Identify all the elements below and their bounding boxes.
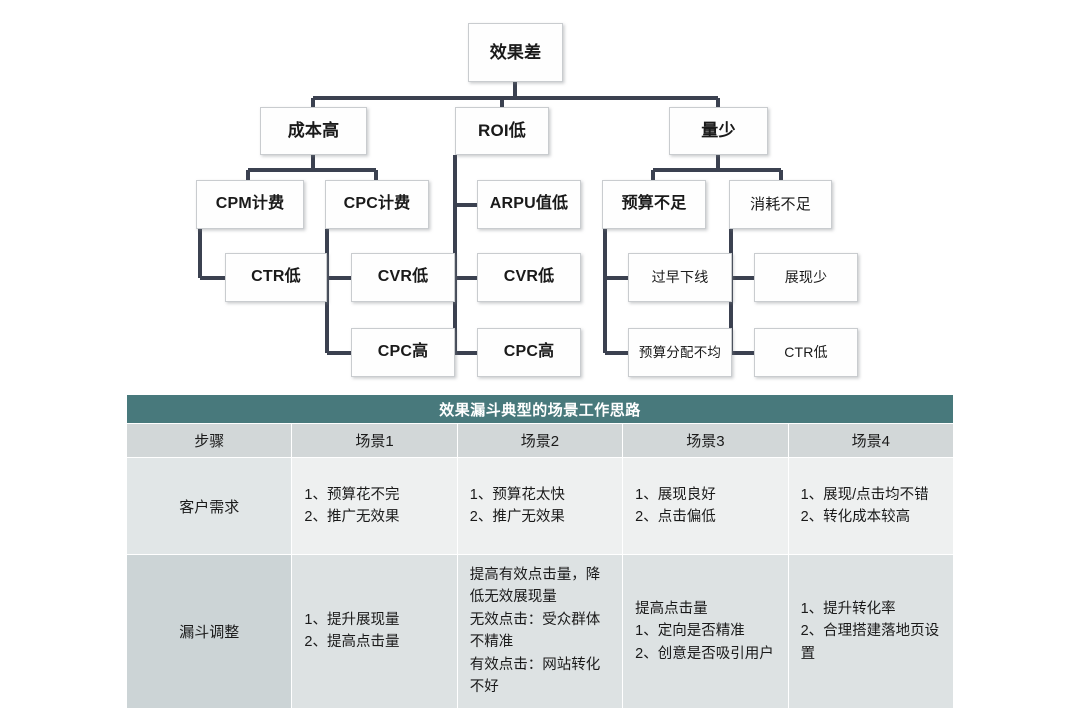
cell-row2-scenario4: 1、提升转化率 2、合理搭建落地页设置 <box>787 554 955 709</box>
tree-node-label: CPC高 <box>377 343 429 361</box>
tree-node-label: 消耗不足 <box>750 195 811 213</box>
cell-line: 1、提升展现量 <box>304 611 400 628</box>
tree-node-cost-high[interactable]: 成本高 <box>260 107 367 155</box>
cell-line: 2、推广无效果 <box>304 509 400 525</box>
row-step-label: 客户需求 <box>125 457 293 555</box>
tree-node-ctr-low-spend[interactable]: CTR低 <box>754 328 858 377</box>
tree-node-arpu-low[interactable]: ARPU值低 <box>477 180 581 229</box>
cell-line: 2、合理搭建落地页设置 <box>800 623 940 662</box>
cell-row2-scenario1: 1、提升展现量 2、提高点击量 <box>291 554 458 709</box>
table-row: 漏斗调整 1、提升展现量 2、提高点击量 提高有效点击量，降低无效展现量 无效点… <box>125 554 955 709</box>
tree-node-label: CPC高 <box>503 343 555 361</box>
tree-connector-lines <box>198 82 783 355</box>
tree-node-label: CVR低 <box>503 268 555 286</box>
scenario-workflow-table: 效果漏斗典型的场景工作思路 步骤 场景1 场景2 场景3 场景4 客户需求 1、… <box>125 394 955 709</box>
tree-node-cpc-high-cpc[interactable]: CPC高 <box>351 328 455 377</box>
tree-node-low-impression[interactable]: 展现少 <box>754 253 858 302</box>
tree-node-label: 预算不足 <box>621 195 687 213</box>
table-header-row: 步骤 场景1 场景2 场景3 场景4 <box>125 423 955 458</box>
cell-row2-scenario3: 提高点击量 1、定向是否精准 2、创意是否吸引用户 <box>622 554 789 709</box>
column-header-scenario3[interactable]: 场景3 <box>622 423 789 458</box>
tree-node-cvr-low-cpc[interactable]: CVR低 <box>351 253 455 302</box>
cell-line: 2、点击偏低 <box>635 509 716 525</box>
tree-node-label: ARPU值低 <box>489 195 569 213</box>
cell-line: 1、展现良好 <box>635 486 716 503</box>
tree-node-early-offline[interactable]: 过早下线 <box>628 253 732 302</box>
cell-line: 2、创意是否吸引用户 <box>635 645 774 662</box>
table-row: 客户需求 1、预算花不完 2、推广无效果 1、预算花太快 2、推广无效果 1、展… <box>125 457 955 555</box>
cell-line: 1、预算花太快 <box>469 486 565 503</box>
tree-node-cpc-high-roi[interactable]: CPC高 <box>477 328 581 377</box>
cell-row2-scenario2: 提高有效点击量，降低无效展现量 无效点击：受众群体不精准 有效点击：网站转化不好 <box>456 554 624 709</box>
tree-node-budget-insufficient[interactable]: 预算不足 <box>602 180 706 229</box>
cell-line: 2、提高点击量 <box>304 634 400 651</box>
tree-node-label: ROI低 <box>477 121 527 141</box>
column-header-scenario2[interactable]: 场景2 <box>456 423 624 458</box>
tree-node-cvr-low-roi[interactable]: CVR低 <box>477 253 581 302</box>
cell-row1-scenario1: 1、预算花不完 2、推广无效果 <box>291 457 458 555</box>
table-title-row: 效果漏斗典型的场景工作思路 <box>126 394 954 424</box>
cell-row1-scenario3: 1、展现良好 2、点击偏低 <box>622 457 789 555</box>
row-step-label: 漏斗调整 <box>125 554 293 709</box>
tree-node-budget-allocation-uneven[interactable]: 预算分配不均 <box>628 328 732 377</box>
cell-line: 1、提升转化率 <box>800 600 896 617</box>
cell-row1-scenario4: 1、展现/点击均不错 2、转化成本较高 <box>787 457 955 555</box>
tree-node-label: CPC计费 <box>343 195 411 213</box>
cell-line: 2、推广无效果 <box>469 509 565 525</box>
tree-node-label: 成本高 <box>287 121 340 141</box>
tree-node-label: 效果差 <box>489 42 542 62</box>
tree-node-label: CTR低 <box>251 268 301 286</box>
column-header-step[interactable]: 步骤 <box>125 423 293 458</box>
cell-line: 1、展现/点击均不错 <box>800 486 929 503</box>
tree-node-cpm-billing[interactable]: CPM计费 <box>196 180 304 229</box>
tree-node-label: 展现少 <box>784 269 828 286</box>
tree-node-volume-low[interactable]: 量少 <box>669 107 768 155</box>
cell-line: 有效点击：网站转化不好 <box>469 656 601 696</box>
issue-tree-diagram: 效果差 成本高 ROI低 量少 CPM计费 CPC计费 ARPU值低 预算不足 … <box>196 23 858 377</box>
tree-node-label: 预算分配不均 <box>638 344 722 360</box>
tree-node-label: 过早下线 <box>651 269 709 286</box>
cell-line: 1、定向是否精准 <box>635 623 745 640</box>
cell-line: 无效点击：受众群体不精准 <box>469 611 601 651</box>
tree-node-label: CTR低 <box>784 344 828 361</box>
tree-node-cpc-billing[interactable]: CPC计费 <box>325 180 429 229</box>
tree-node-label: CVR低 <box>377 268 429 286</box>
tree-node-label: CPM计费 <box>215 195 285 213</box>
tree-node-label: 量少 <box>701 121 736 141</box>
tree-node-root[interactable]: 效果差 <box>468 23 563 82</box>
cell-line: 提高点击量 <box>635 600 708 617</box>
column-header-scenario4[interactable]: 场景4 <box>787 423 955 458</box>
tree-node-ctr-low-cpm[interactable]: CTR低 <box>225 253 327 302</box>
table-title: 效果漏斗典型的场景工作思路 <box>126 394 954 424</box>
cell-line: 1、预算花不完 <box>304 486 400 503</box>
cell-line: 2、转化成本较高 <box>800 509 911 525</box>
tree-node-spend-insufficient[interactable]: 消耗不足 <box>729 180 832 229</box>
cell-row1-scenario2: 1、预算花太快 2、推广无效果 <box>456 457 624 555</box>
cell-line: 提高有效点击量，降低无效展现量 <box>469 567 601 606</box>
tree-node-roi-low[interactable]: ROI低 <box>455 107 549 155</box>
column-header-scenario1[interactable]: 场景1 <box>291 423 458 458</box>
